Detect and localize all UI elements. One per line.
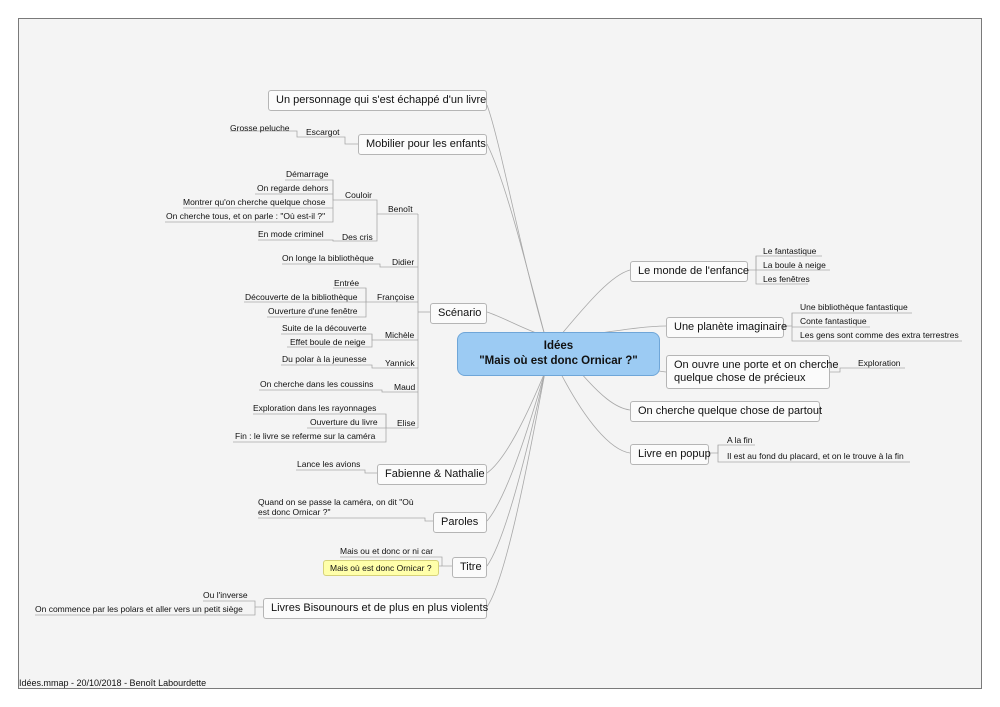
node-fenetre[interactable]: Ouverture d'une fenêtre [268,306,358,316]
porte-line-2: quelque chose de précieux [674,372,806,385]
node-exploration[interactable]: Exploration [858,358,901,368]
topic-livres[interactable]: Livres Bisounours et de plus en plus vio… [263,598,488,620]
node-montrer[interactable]: Montrer qu'on cherche quelque chose [183,197,326,207]
node-francoise[interactable]: Françoise [377,292,415,302]
node-couloir[interactable]: Couloir [345,190,372,200]
porte-line-1: On ouvre une porte et on cherche [674,359,839,371]
node-longe[interactable]: On longe la bibliothèque [282,253,374,263]
node-fenetres[interactable]: Les fenêtres [763,274,810,284]
node-ouverture-livre[interactable]: Ouverture du livre [310,417,378,427]
node-des-cris[interactable]: Des cris [342,232,373,242]
topic-titre[interactable]: Titre [452,557,487,579]
footer-caption: Idées.mmap - 20/10/2018 - Benoît Labourd… [19,678,207,688]
node-rayonnages[interactable]: Exploration dans les rayonnages [253,403,377,413]
node-decouverte-bib[interactable]: Découverte de la bibliothèque [245,292,358,302]
node-conte[interactable]: Conte fantastique [800,316,867,326]
node-paroles-text[interactable]: Quand on se passe la caméra, on dit "Où … [258,497,414,517]
topic-fabienne[interactable]: Fabienne & Nathalie [377,464,487,486]
node-michele[interactable]: Michèle [385,330,415,340]
node-demarrage[interactable]: Démarrage [286,169,329,179]
topic-mobilier[interactable]: Mobilier pour les enfants [358,134,487,156]
node-titre-b-highlighted[interactable]: Mais où est donc Ornicar ? [323,560,439,577]
topic-popup[interactable]: Livre en popup [630,444,711,466]
node-dehors[interactable]: On regarde dehors [257,183,329,193]
topic-partout[interactable]: On cherche quelque chose de partout [630,401,822,423]
node-suite[interactable]: Suite de la découverte [282,323,367,333]
node-bib-fantastique[interactable]: Une bibliothèque fantastique [800,302,908,312]
topic-planete[interactable]: Une planète imaginaire [666,317,787,339]
node-fantastique[interactable]: Le fantastique [763,246,817,256]
node-avions[interactable]: Lance les avions [297,459,361,469]
topic-personnage[interactable]: Un personnage qui s'est échappé d'un liv… [268,90,487,112]
node-entree[interactable]: Entrée [334,278,360,288]
topic-paroles[interactable]: Paroles [433,512,487,534]
node-boule-a-neige[interactable]: La boule à neige [763,260,826,270]
central-topic[interactable]: Idées "Mais où est donc Ornicar ?" [457,332,660,376]
node-fin-livre[interactable]: Fin : le livre se referme sur la caméra [235,431,376,441]
central-subtitle: "Mais où est donc Ornicar ?" [479,354,638,367]
node-didier[interactable]: Didier [392,257,415,267]
paroles-text-line-1: Quand on se passe la caméra, on dit "Où [258,497,414,507]
node-benoit[interactable]: Benoît [388,204,413,214]
node-yannick[interactable]: Yannick [385,358,415,368]
node-polar[interactable]: Du polar à la jeunesse [282,354,367,364]
paroles-text-line-2: est donc Ornicar ?" [258,507,331,518]
node-placard[interactable]: Il est au fond du placard, et on le trou… [727,451,904,461]
node-escargot[interactable]: Escargot [306,127,340,137]
central-title: Idées [543,340,574,352]
node-elise[interactable]: Elise [397,418,416,428]
node-coussins[interactable]: On cherche dans les coussins [260,379,374,389]
node-a-la-fin[interactable]: A la fin [727,435,753,445]
node-inverse[interactable]: Ou l'inverse [203,590,248,600]
node-peluche[interactable]: Grosse peluche [230,123,290,133]
topic-scenario[interactable]: Scénario [430,303,487,325]
node-cherche-tous[interactable]: On cherche tous, et on parle : "Où est-i… [166,211,326,221]
node-boule-neige[interactable]: Effet boule de neige [290,337,366,347]
node-gens[interactable]: Les gens sont comme des extra terrestres [800,330,959,340]
node-titre-a[interactable]: Mais ou et donc or ni car [340,546,434,556]
topic-porte[interactable]: On ouvre une porte et on cherche quelque… [666,355,839,390]
topic-monde-enfance[interactable]: Le monde de l'enfance [630,261,749,283]
node-commence[interactable]: On commence par les polars et aller vers… [35,604,243,614]
node-criminel[interactable]: En mode criminel [258,229,324,239]
node-maud[interactable]: Maud [394,382,416,392]
